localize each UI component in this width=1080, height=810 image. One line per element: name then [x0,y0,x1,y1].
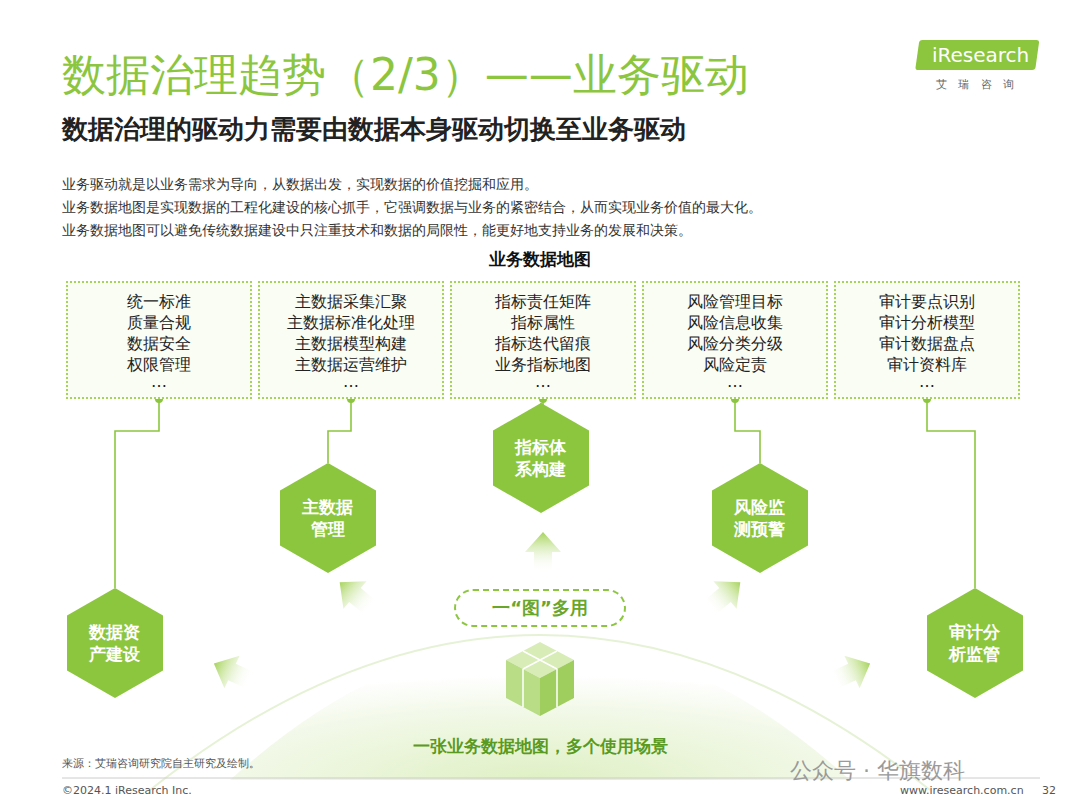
node-text: 数据资产建设 [88,621,142,665]
website: www.iresearch.com.cn [900,784,1024,797]
node-text: 风险监测预警 [733,496,787,540]
node-text: 风险管理目标 [687,291,783,312]
node-text: 风险定责 [703,354,767,375]
logo-badge [915,40,1039,70]
node-text: 风险信息收集 [687,312,783,333]
page-number: 32 [1042,784,1056,797]
detail-box: 统一标准质量合规数据安全权限管理… [66,281,252,399]
node-text: 业务指标地图 [495,354,591,375]
node-text: 权限管理 [127,354,191,375]
connector-line [735,399,760,463]
subtitle: 数据治理的驱动力需要由数据本身驱动切换至业务驱动 [62,112,686,147]
scenario-hexagon: 数据资产建设 [67,588,163,698]
node-text: 主数据模型构建 [295,333,407,354]
node-text: 主数据管理 [301,496,355,540]
cube-icon [506,642,574,716]
detail-box: 指标责任矩阵指标属性指标迭代留痕业务指标地图… [450,281,636,399]
detail-box: 主数据采集汇聚主数据标准化处理主数据模型构建主数据运营维护… [258,281,444,399]
scenario-hexagon: 主数据管理 [280,463,376,573]
node-text: 审计数据盘点 [879,333,975,354]
node-text: 审计分析监管 [948,621,1002,665]
node-text: 主数据标准化处理 [287,312,415,333]
section-heading: 业务数据地图 [489,248,591,271]
watermark: 公众号 · 华旗数科 [790,756,965,786]
hexagon-shape [712,463,808,573]
copyright: ©2024.1 iResearch Inc. [62,784,192,797]
node-text: … [727,375,743,389]
ground-hill [230,640,850,780]
node-text: 主数据运营维护 [295,354,407,375]
hexagon-shape [493,403,589,513]
intro-text: 业务驱动就是以业务需求为导向，从数据出发，实现数据的价值挖掘和应用。 [62,176,538,194]
node-text: 指标属性 [511,312,575,333]
node-text: 主数据采集汇聚 [295,291,407,312]
hexagon-shape [67,588,163,698]
connector-line [328,399,351,463]
node-text: 指标责任矩阵 [495,291,591,312]
logo-subtext: 艾 瑞 咨 询 [936,77,1019,92]
page-title: 数据治理趋势（2/3）——业务驱动 [62,46,749,105]
scenario-hexagon: 指标体系构建 [493,403,589,513]
node-text: 风险分类分级 [687,333,783,354]
node-text: 数据安全 [127,333,191,354]
node-text: … [919,375,935,389]
detail-box: 审计要点识别审计分析模型审计数据盘点审计资料库… [834,281,1020,399]
detail-box: 风险管理目标风险信息收集风险分类分级风险定责… [642,281,828,399]
node-text: … [535,375,551,389]
source-note: 来源：艾瑞咨询研究院自主研究及绘制。 [62,756,260,771]
node-text: 审计要点识别 [879,291,975,312]
node-text: 指标体系构建 [514,436,568,480]
logo-text: iResearch [932,43,1029,67]
node-text: 一“图”多用 [492,596,588,620]
intro-text: 业务数据地图是实现数据的工程化建设的核心抓手，它强调数据与业务的紧密结合，从而实… [62,199,762,217]
node-text: … [151,375,167,389]
hexagon-shape [927,588,1023,698]
intro-text: 业务数据地图可以避免传统数据建设中只注重技术和数据的局限性，能更好地支持业务的发… [62,222,692,240]
node-text: 统一标准 [127,291,191,312]
node-text: … [343,375,359,389]
center-pill: 一“图”多用 [454,589,626,627]
scenario-hexagon: 审计分析监管 [927,588,1023,698]
node-text: 审计资料库 [887,354,967,375]
scenario-hexagon: 风险监测预警 [712,463,808,573]
connector-line [115,399,159,588]
node-text: 质量合规 [127,312,191,333]
node-text: 审计分析模型 [879,312,975,333]
node-text: 指标迭代留痕 [495,333,591,354]
hexagon-shape [280,463,376,573]
connector-line [927,399,975,588]
footer-tagline: 一张业务数据地图，多个使用场景 [413,735,668,758]
